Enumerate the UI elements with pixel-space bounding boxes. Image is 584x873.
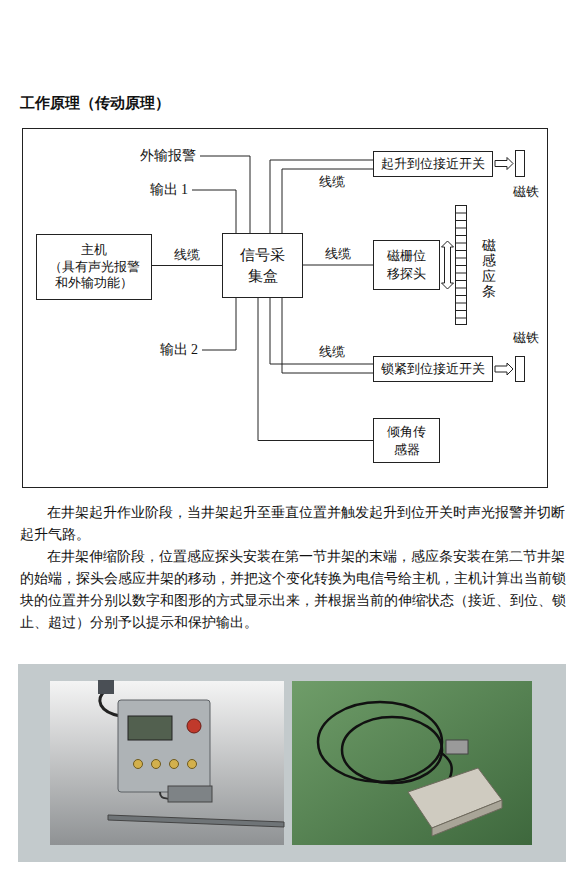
- host-knob: [134, 760, 143, 769]
- host-knob: [188, 760, 197, 769]
- photo-right: [292, 681, 532, 845]
- signal-label: 输出 2: [160, 342, 199, 359]
- host-housing: [118, 700, 210, 792]
- block-arrow: [495, 363, 513, 375]
- box-label: 信号采 集盒: [240, 245, 285, 286]
- cable-line: [258, 298, 373, 441]
- strip-rung: [456, 273, 467, 274]
- strip-label: 磁感应条: [482, 238, 496, 300]
- signal-label: 输出 1: [150, 182, 189, 199]
- magnet-label: 磁铁: [513, 330, 539, 346]
- box-label: 磁栅位 移探头: [387, 247, 426, 282]
- box-label: 锁紧到位接近开关: [381, 360, 485, 378]
- cable-line: [303, 265, 373, 266]
- box-label: 主机: [81, 242, 107, 259]
- cable-label: 线缆: [172, 247, 202, 263]
- cable-wire: [282, 298, 373, 373]
- cable-line: [270, 160, 373, 233]
- photo-left: [50, 681, 284, 845]
- cable-loop: [318, 702, 442, 782]
- cable-connector: [98, 680, 114, 694]
- magnet: 磁铁: [515, 150, 525, 177]
- cable-label: 线缆: [317, 174, 347, 190]
- switch-box: 锁紧到位接近开关: [373, 356, 493, 382]
- host-knob: [170, 760, 179, 769]
- sensing-strip: 磁感应条: [455, 205, 467, 325]
- strip-rung: [456, 303, 467, 304]
- page-title: 工作原理（传动原理）: [20, 94, 170, 113]
- cable-loop: [342, 717, 442, 783]
- strip-rung: [456, 213, 467, 214]
- cable-line: [270, 298, 373, 364]
- probe-block: [168, 786, 212, 802]
- output-wire: [202, 298, 236, 350]
- collector-box: 信号采 集盒: [222, 233, 303, 298]
- strip-drawing: [455, 205, 467, 325]
- magnet-label: 磁铁: [513, 184, 539, 200]
- alarm-button: [187, 719, 201, 733]
- switch-box: 起升到位接近开关: [373, 151, 493, 177]
- strip-rung: [456, 295, 467, 296]
- strip-rung: [456, 280, 467, 281]
- host-box: 主机（具有声光报警 和外输功能）: [36, 234, 152, 300]
- cable-connector: [446, 740, 468, 754]
- strip-rung: [456, 310, 467, 311]
- cable-label: 线缆: [323, 246, 353, 262]
- strip-rung: [456, 318, 467, 319]
- magnet: 磁铁: [515, 356, 525, 382]
- box-label: 起升到位接近开关: [381, 155, 485, 173]
- signal-label: 外输报警: [140, 148, 196, 165]
- strip-rung: [456, 220, 467, 221]
- cable-line: [152, 265, 222, 266]
- sensing-strip: [108, 815, 284, 827]
- diagram-frame: [23, 129, 548, 488]
- strip-rung: [456, 228, 467, 229]
- sensor-box-side: [432, 800, 502, 836]
- box-note: （具有声光报警 和外输功能）: [49, 259, 140, 293]
- probe-box: 磁栅位 移探头: [373, 240, 440, 290]
- photo-band: [18, 664, 566, 862]
- output-wire: [200, 156, 250, 233]
- strip-rung: [456, 288, 467, 289]
- cable-wire: [282, 169, 373, 233]
- strip-rung: [456, 265, 467, 266]
- host-screen: [128, 716, 172, 740]
- strip-rung: [456, 243, 467, 244]
- output-wire: [192, 190, 236, 233]
- movement-arrow: [442, 241, 454, 289]
- block-arrow: [495, 158, 513, 170]
- description-text: 在井架起升作业阶段，当井架起升至垂直位置并触发起升到位开关时声光报警并切断起升气…: [20, 502, 566, 634]
- strip-rung: [456, 250, 467, 251]
- strip-outline: [456, 206, 467, 325]
- strip-rung: [456, 235, 467, 236]
- box-label: 倾角传 感器: [387, 423, 426, 458]
- paragraph: 在井架起升作业阶段，当井架起升至垂直位置并触发起升到位开关时声光报警并切断起升气…: [20, 502, 566, 546]
- paragraph: 在井架伸缩阶段，位置感应探头安装在第一节井架的末端，感应条安装在第二节井架的始端…: [20, 546, 566, 634]
- sensor-box: 倾角传 感器: [373, 418, 440, 463]
- strip-rung: [456, 258, 467, 259]
- host-knob: [152, 760, 161, 769]
- cable-label: 线缆: [317, 344, 347, 360]
